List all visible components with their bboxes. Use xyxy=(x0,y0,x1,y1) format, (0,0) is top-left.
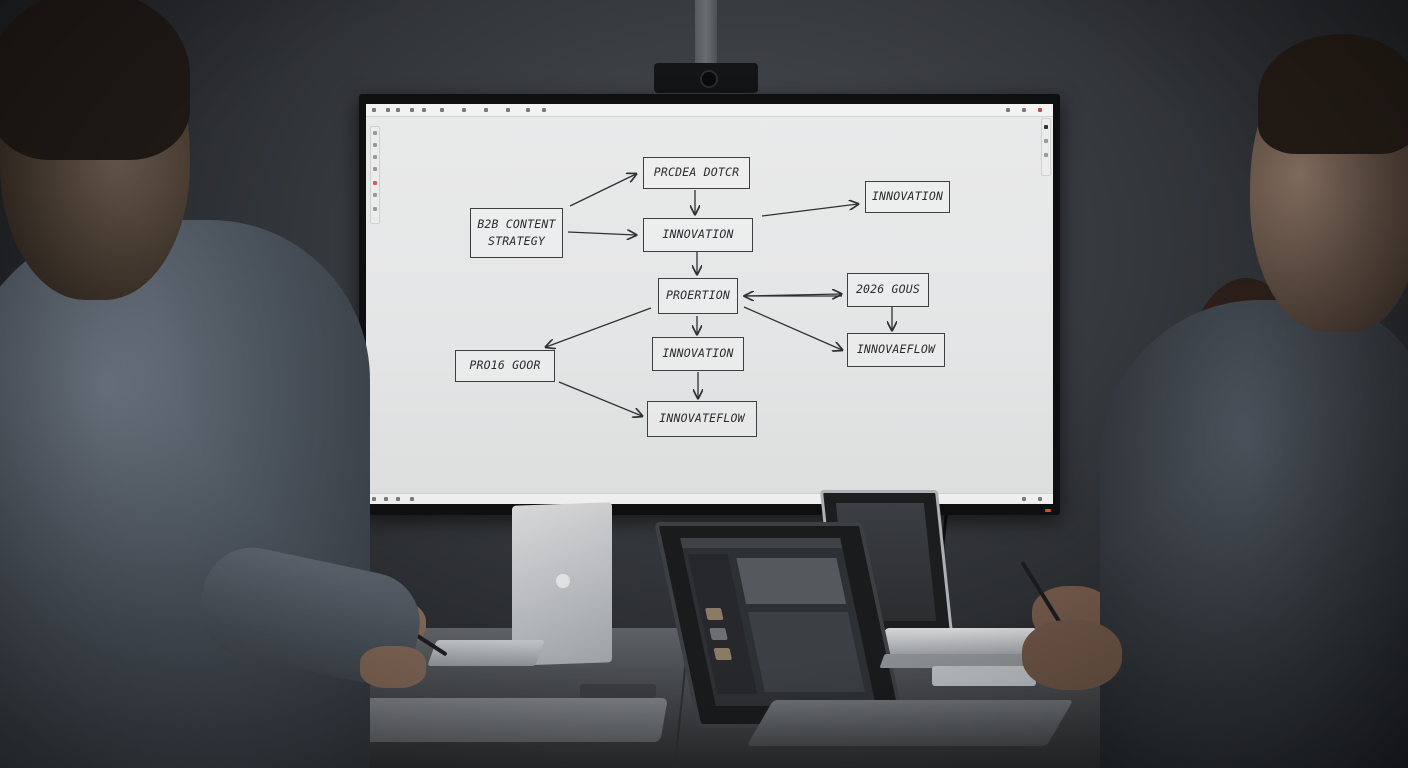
flow-node[interactable]: PROERTION xyxy=(658,278,738,314)
laptop-thumb xyxy=(713,648,733,660)
laptop-content-block xyxy=(736,558,847,604)
flow-node[interactable]: PRO16 GOOR xyxy=(455,350,555,382)
connector-arrow xyxy=(546,307,652,347)
flow-node[interactable]: INNOVAEFLOW xyxy=(847,333,945,367)
toolbar-icon[interactable] xyxy=(386,108,390,112)
toolbar-icon[interactable] xyxy=(422,108,426,112)
connector-arrow xyxy=(567,232,636,235)
undo-icon[interactable] xyxy=(373,207,377,211)
person-left-front-body xyxy=(0,220,370,768)
layers-icon[interactable] xyxy=(1044,139,1048,143)
flow-node[interactable]: B2B CONTENT STRATEGY xyxy=(470,208,563,258)
right-tool-palette xyxy=(1041,118,1051,176)
toolbar-icon[interactable] xyxy=(484,108,488,112)
flow-node[interactable]: 2026 GOUS xyxy=(847,273,929,307)
phone xyxy=(580,684,656,698)
toolbar-icon[interactable] xyxy=(410,108,414,112)
pen-tool-icon[interactable] xyxy=(373,131,377,135)
flow-node[interactable]: INNOVATEFLOW xyxy=(647,401,757,437)
laptop-thumb xyxy=(709,628,728,640)
shape-tool-icon[interactable] xyxy=(373,155,377,159)
status-icon[interactable] xyxy=(396,497,400,501)
toolbar-icon[interactable] xyxy=(542,108,546,112)
power-led-icon xyxy=(1045,509,1051,512)
app-status-bar xyxy=(366,493,1053,504)
notebook xyxy=(340,698,668,742)
status-icon[interactable] xyxy=(372,497,376,501)
window-control-icon[interactable] xyxy=(1022,108,1026,112)
notebook xyxy=(932,666,1036,686)
connector-arrow xyxy=(558,381,642,416)
color-swatch-icon[interactable] xyxy=(373,181,377,185)
laptop-right-base xyxy=(873,628,1037,654)
toolbar-icon[interactable] xyxy=(440,108,444,112)
toolbar-icon[interactable] xyxy=(526,108,530,112)
camera-lens-icon xyxy=(700,70,718,88)
toolbar-icon[interactable] xyxy=(372,108,376,112)
text-tool-icon[interactable] xyxy=(373,167,377,171)
tv-mount-pole xyxy=(695,0,717,70)
connector-arrow xyxy=(761,204,858,217)
close-icon[interactable] xyxy=(1038,108,1042,112)
person-right-front-hair xyxy=(1258,34,1408,154)
person-right-front-hand xyxy=(1022,620,1122,690)
flow-node[interactable]: INNOVATION xyxy=(865,181,950,213)
zoom-icon[interactable] xyxy=(1044,125,1048,129)
laptop-content-block xyxy=(747,612,865,692)
toolbar-icon[interactable] xyxy=(462,108,466,112)
flowchart-connectors xyxy=(366,104,1053,504)
laptop-front-base xyxy=(746,700,1074,746)
laptop-thumb xyxy=(705,608,724,620)
person-right-front-body xyxy=(1100,300,1408,768)
status-icon[interactable] xyxy=(1022,497,1026,501)
select-tool-icon[interactable] xyxy=(373,143,377,147)
settings-icon[interactable] xyxy=(1044,153,1048,157)
person-left-front-hand xyxy=(360,646,426,688)
left-tool-palette xyxy=(370,126,380,224)
toolbar-icon[interactable] xyxy=(506,108,510,112)
app-toolbar xyxy=(366,104,1053,117)
apple-logo-icon xyxy=(556,574,570,588)
laptop-topbar xyxy=(680,538,843,548)
flow-node[interactable]: INNOVATION xyxy=(643,218,753,252)
status-icon[interactable] xyxy=(384,497,388,501)
status-icon[interactable] xyxy=(410,497,414,501)
flow-node[interactable]: INNOVATION xyxy=(652,337,744,371)
person-left-front-hair xyxy=(0,0,190,160)
whiteboard-app-screen: PRCDEA DOTCR INNOVATION INNOVATION B2B C… xyxy=(366,104,1053,504)
flow-node[interactable]: PRCDEA DOTCR xyxy=(643,157,750,189)
eraser-tool-icon[interactable] xyxy=(373,193,377,197)
connector-arrow xyxy=(743,306,842,350)
window-control-icon[interactable] xyxy=(1006,108,1010,112)
toolbar-icon[interactable] xyxy=(396,108,400,112)
status-icon[interactable] xyxy=(1038,497,1042,501)
connector-arrow xyxy=(569,174,636,207)
